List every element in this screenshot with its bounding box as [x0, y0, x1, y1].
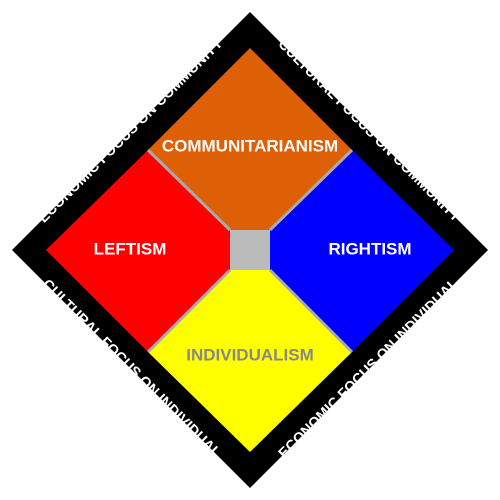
quadrant-individualism: [148, 270, 352, 452]
quadrant-dividers: [146, 148, 354, 354]
quadrant-rightism: [270, 150, 454, 352]
label-individualism: INDIVIDUALISM: [186, 345, 314, 364]
label-rightism: RIGHTISM: [328, 239, 411, 258]
label-communitarianism: COMMUNITARIANISM: [162, 136, 338, 155]
center-square: [230, 230, 270, 270]
quadrant-communitarianism: [148, 48, 352, 230]
quadrant-leftism: [46, 150, 230, 352]
label-leftism: LEFTISM: [94, 239, 167, 258]
